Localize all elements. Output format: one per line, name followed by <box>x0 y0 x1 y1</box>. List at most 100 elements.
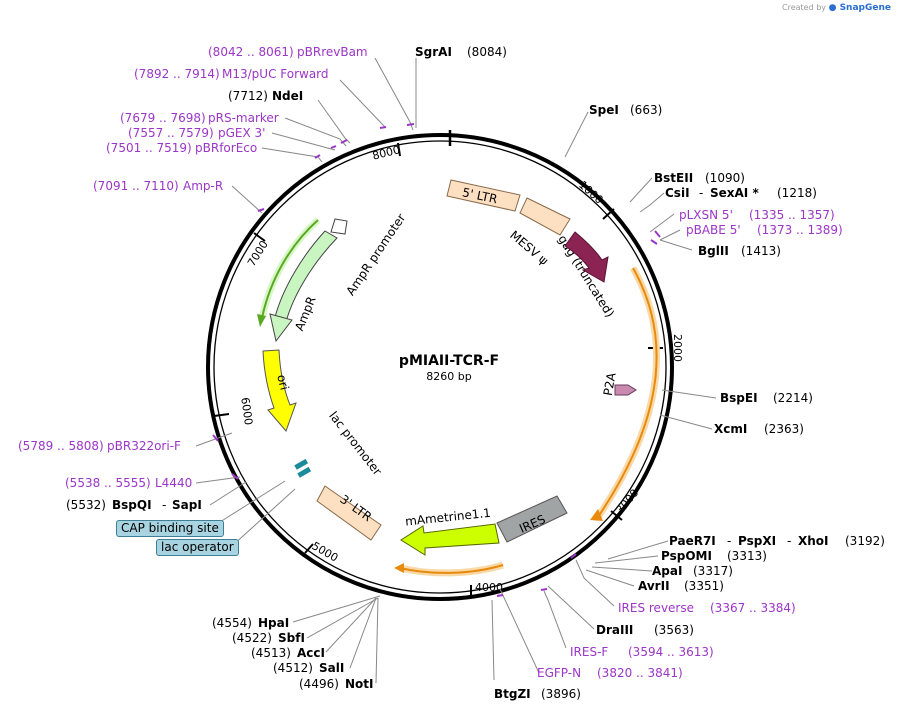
primer-l4440[interactable]: L4440 <box>155 476 192 490</box>
primer-pbr322[interactable]: pBR322ori-F <box>107 439 181 453</box>
feature-3ltr[interactable]: 3' LTR <box>316 485 382 541</box>
enzyme-bglii[interactable]: BglII <box>698 244 729 258</box>
enzyme-sbfi[interactable]: SbfI <box>278 631 305 645</box>
lac-operator-label[interactable]: lac operator <box>156 539 239 556</box>
enzyme-csii[interactable]: CsiI <box>665 186 690 200</box>
enzyme-pspxi[interactable]: PspXI <box>738 534 776 548</box>
feature-ori[interactable]: ori <box>262 349 297 432</box>
feature-ampr[interactable]: AmpR <box>269 230 338 343</box>
feature-ampr-promoter-label: AmpR promoter <box>343 211 408 298</box>
primer-pbabe-pos: (1373 .. 1389) <box>757 223 843 237</box>
enzyme-hpai-pos: (4554) <box>212 616 252 630</box>
feature-mametrine[interactable]: mAmetrine1.1 <box>400 506 500 556</box>
enzyme-btgzi-pos: (3896) <box>541 687 581 701</box>
enzyme-apai-pos: (3317) <box>693 564 733 578</box>
cap-binding-site-label[interactable]: CAP binding site <box>116 520 224 537</box>
enzyme-xcmi-pos: (2363) <box>764 422 804 436</box>
enzyme-ndei-pos: (7712) <box>228 89 268 103</box>
feature-cds-green-left[interactable] <box>257 217 321 327</box>
enzyme-xhoi-pos: (3192) <box>845 534 885 548</box>
enzyme-bspei[interactable]: BspEI <box>720 391 758 405</box>
feature-mametrine-label: mAmetrine1.1 <box>404 506 491 529</box>
feature-ampr-promoter[interactable]: AmpR promoter <box>330 211 408 298</box>
primer-iresf[interactable]: IRES-F <box>570 645 608 659</box>
enzyme-acci-pos: (4513) <box>251 646 291 660</box>
primer-pbrrevbam[interactable]: pBRrevBam <box>297 45 368 59</box>
primer-ampr[interactable]: Amp-R <box>183 179 223 193</box>
enzyme-draiii-pos: (3563) <box>654 623 694 637</box>
pspxi-sep: - <box>787 534 791 548</box>
primer-egfpn-pos: (3820 .. 3841) <box>597 666 683 680</box>
primer-iresrev[interactable]: IRES reverse <box>618 601 694 615</box>
bspqi-sep: - <box>162 498 166 512</box>
primer-pbrrevbam-pos: (8042 .. 8061) <box>208 45 294 59</box>
feature-ires[interactable]: IRES <box>496 495 568 543</box>
primer-plxsn-pos: (1335 .. 1357) <box>749 208 835 222</box>
enzyme-paer7i[interactable]: PaeR7I <box>669 534 716 548</box>
enzyme-sali[interactable]: SalI <box>319 661 344 675</box>
primer-iresf-pos: (3594 .. 3613) <box>628 645 714 659</box>
enzyme-spei-pos: (663) <box>630 103 662 117</box>
enzyme-acci[interactable]: AccI <box>297 646 325 660</box>
enzyme-ndei[interactable]: NdeI <box>272 89 303 103</box>
primer-l4440-pos: (5538 .. 5555) <box>65 476 151 490</box>
primer-m13[interactable]: M13/pUC Forward <box>222 67 329 81</box>
enzyme-csii-pos: (1218) <box>777 186 817 200</box>
enzyme-bsteii[interactable]: BstEII <box>654 171 693 185</box>
feature-ampr-label: AmpR <box>292 294 318 332</box>
leader-lines <box>195 57 717 684</box>
snapgene-logo: ● <box>828 3 840 13</box>
backbone-ring <box>206 133 674 601</box>
enzyme-pspomi-pos: (3313) <box>727 549 767 563</box>
feature-lac-operator-mark[interactable] <box>294 458 312 478</box>
enzyme-xcmi[interactable]: XcmI <box>714 422 747 436</box>
primer-pgex-pos: (7557 .. 7579) <box>128 126 214 140</box>
primer-plxsn[interactable]: pLXSN 5' <box>679 208 733 222</box>
primer-pbrfor[interactable]: pBRforEco <box>195 141 257 155</box>
enzyme-xhoi[interactable]: XhoI <box>798 534 829 548</box>
enzyme-avrii-pos: (3351) <box>684 579 724 593</box>
feature-ori-label: ori <box>274 373 291 392</box>
feature-mesv-arrow[interactable] <box>564 231 609 283</box>
primer-pbrfor-pos: (7501 .. 7519) <box>106 141 192 155</box>
plasmid-length: 8260 bp <box>426 370 471 383</box>
primer-egfpn[interactable]: EGFP-N <box>537 666 581 680</box>
feature-cds-orange-bottom[interactable] <box>394 561 505 577</box>
enzyme-sapi[interactable]: SapI <box>172 498 202 512</box>
feature-5ltr[interactable]: 5' LTR <box>446 179 521 212</box>
enzyme-noti[interactable]: NotI <box>345 677 374 691</box>
csii-sep: - <box>699 186 703 200</box>
feature-p2a[interactable]: P2A <box>601 371 637 397</box>
feature-lac-promoter-label: lac promoter <box>326 409 384 478</box>
enzyme-sexai[interactable]: SexAI * <box>710 186 759 200</box>
primer-prs-pos: (7679 .. 7698) <box>120 111 206 125</box>
tick-2000: 2000 <box>671 334 684 362</box>
enzyme-spei[interactable]: SpeI <box>589 103 619 117</box>
enzyme-bspqi[interactable]: BspQI <box>112 498 152 512</box>
enzyme-pspomi[interactable]: PspOMI <box>661 549 712 563</box>
primer-pgex[interactable]: pGEX 3' <box>218 126 265 140</box>
feature-cds-orange-right[interactable] <box>590 266 661 521</box>
feature-lac-promoter: lac promoter <box>326 409 384 478</box>
tick-4000: 4000 <box>475 581 503 594</box>
primer-pbabe[interactable]: pBABE 5' <box>686 223 741 237</box>
snapgene-credit: Created by ● SnapGene <box>782 3 891 13</box>
enzyme-avrii[interactable]: AvrII <box>638 579 670 593</box>
primer-prs[interactable]: pRS-marker <box>208 111 279 125</box>
enzyme-bspei-pos: (2214) <box>773 391 813 405</box>
paer7i-sep: - <box>727 534 731 548</box>
enzyme-bspqi-pos: (5532) <box>66 498 106 512</box>
primer-ampr-pos: (7091 .. 7110) <box>93 179 179 193</box>
plasmid-name: pMIAII-TCR-F <box>399 353 499 369</box>
enzyme-btgzi[interactable]: BtgZI <box>494 687 531 701</box>
enzyme-draiii[interactable]: DraIII <box>596 623 633 637</box>
feature-p2a-label: P2A <box>601 371 619 397</box>
enzyme-sbfi-pos: (4522) <box>232 631 272 645</box>
enzyme-apai[interactable]: ApaI <box>652 564 682 578</box>
primer-marks <box>212 123 661 597</box>
tick-7000: 7000 <box>245 238 271 269</box>
enzyme-hpai[interactable]: HpaI <box>258 616 289 630</box>
enzyme-bglii-pos: (1413) <box>741 244 781 258</box>
enzyme-sgrai[interactable]: SgrAI <box>415 45 452 59</box>
